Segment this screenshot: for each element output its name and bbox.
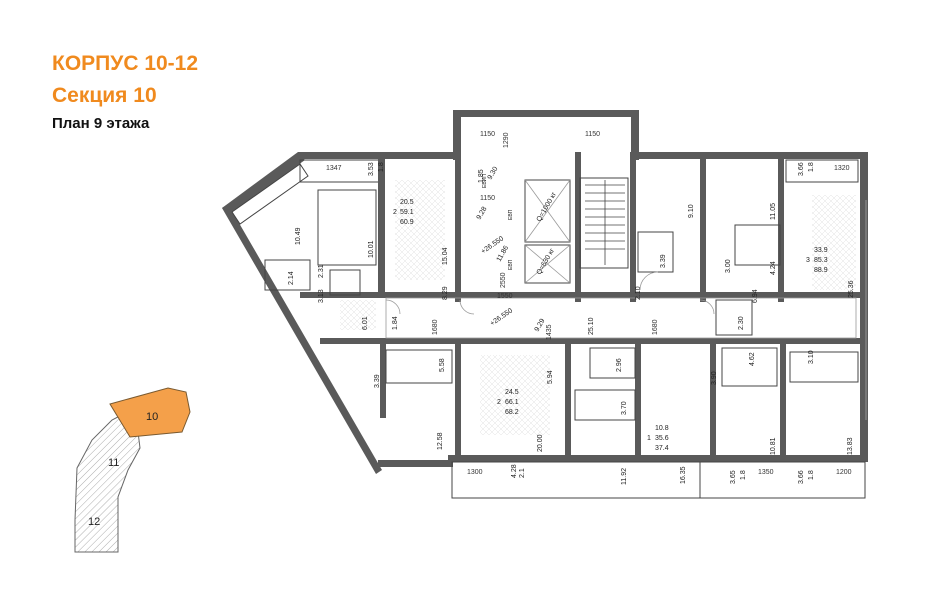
apt3-total-balcony: 68.2 — [505, 409, 519, 416]
room-area: 10.81 — [770, 437, 777, 455]
apt1-total: 59.1 — [400, 209, 414, 216]
apt2-rooms: 3 — [806, 257, 810, 264]
apt4-total-balcony: 37.4 — [655, 445, 669, 452]
room-area: 2.1 — [519, 468, 526, 478]
room-area: 2.10 — [635, 286, 642, 300]
elevator-label: Q=630 кг — [536, 247, 557, 276]
apt1-living: 20.5 — [400, 199, 414, 206]
room-area: 10.49 — [295, 227, 302, 245]
key-plan-label-11: 11 — [108, 457, 119, 469]
room-area: 1.84 — [392, 316, 399, 330]
apt4-living: 10.8 — [655, 425, 669, 432]
apartment-3: 24.5 2 66.1 68.2 — [497, 389, 519, 416]
level-mark: +26.550 — [489, 307, 514, 327]
floor-plan-title: План 9 этажа — [52, 115, 150, 132]
dimension-labels: 1347 1150 1290 1150 1320 1150 1550 1435 … — [326, 131, 852, 476]
room-area: 3.66 — [798, 470, 805, 484]
room-area: 2.96 — [616, 358, 623, 372]
room-area: 11.05 — [770, 203, 777, 220]
apartment-2: 33.9 3 85.3 88.9 — [806, 247, 828, 274]
room-area: 1.85 — [478, 169, 485, 183]
key-plan-label-12: 12 — [88, 516, 100, 528]
room-area: 13.83 — [847, 437, 854, 455]
room-area: 4.28 — [511, 464, 518, 478]
room-area: 25.10 — [588, 317, 595, 335]
room-area: 3.39 — [374, 374, 381, 388]
apt4-total: 35.6 — [655, 435, 669, 442]
apt2-total-balcony: 88.9 — [814, 267, 828, 274]
dimension: 1150 — [480, 131, 495, 138]
service-label: ЕВИП — [482, 174, 488, 188]
apt3-rooms: 2 — [497, 399, 501, 406]
room-area: 8.29 — [442, 286, 449, 300]
room-area: 3.13 — [318, 289, 325, 303]
dimension: 1680 — [432, 319, 439, 335]
room-area: 2.31 — [318, 264, 325, 278]
room-area: 1.8 — [808, 162, 815, 172]
section-title: Секция 10 — [52, 84, 157, 107]
apt2-total: 85.3 — [814, 257, 828, 264]
dimension: 1320 — [834, 165, 850, 172]
apt3-living: 24.5 — [505, 389, 519, 396]
dimension: 1680 — [652, 319, 659, 335]
dimension: 1150 — [585, 131, 600, 138]
apartment-1: 20.5 2 59.1 60.9 — [393, 199, 414, 226]
apt3-total: 66.1 — [505, 399, 519, 406]
room-area: 2.14 — [288, 271, 295, 285]
room-area: 4.62 — [749, 352, 756, 366]
dimension: 1350 — [758, 469, 774, 476]
room-area: 1.8 — [740, 470, 747, 480]
room-area: 6.01 — [362, 316, 369, 330]
room-area-labels: 10.49 10.01 15.04 2.14 2.31 3.13 6.01 1.… — [288, 162, 855, 485]
apartment-4: 10.8 1 35.6 37.4 — [647, 425, 669, 452]
room-area: 3.10 — [808, 350, 815, 364]
interior-walls — [264, 152, 867, 460]
service-label: ЕВП — [508, 259, 514, 270]
apt4-rooms: 1 — [647, 435, 651, 442]
room-area: 3.39 — [660, 254, 667, 268]
room-area: 10.01 — [368, 240, 375, 258]
dimension: 2550 — [500, 272, 507, 288]
room-area: 15.04 — [442, 247, 449, 265]
room-area: 9.10 — [688, 204, 695, 218]
room-area: 6.94 — [752, 289, 759, 303]
room-area: 3.66 — [798, 162, 805, 176]
room-area: 3.53 — [368, 162, 375, 176]
dimension: 1290 — [503, 132, 510, 148]
room-area: 9.29 — [534, 318, 547, 333]
dimension: 1200 — [836, 469, 852, 476]
room-area: 5.58 — [439, 358, 446, 372]
room-area: 16.35 — [680, 466, 687, 484]
building-title: КОРПУС 10-12 — [52, 52, 199, 75]
service-label: ЕВП — [508, 209, 514, 220]
room-area: 9.30 — [487, 166, 500, 181]
apt2-living: 33.9 — [814, 247, 828, 254]
room-area: 20.00 — [537, 434, 544, 452]
key-plan: 10 11 12 — [74, 387, 191, 553]
room-area: 11.92 — [621, 468, 628, 485]
room-area: 5.94 — [547, 370, 554, 384]
room-area: 3.00 — [725, 259, 732, 273]
dimension: 1300 — [467, 469, 483, 476]
room-area: 4.24 — [770, 261, 777, 275]
room-area: 25.36 — [848, 280, 855, 298]
room-area: 3.90 — [711, 371, 718, 385]
key-plan-active-section — [109, 387, 191, 438]
room-area: 12.58 — [437, 432, 444, 450]
room-area: 1.8 — [378, 162, 385, 172]
apt1-rooms: 2 — [393, 209, 397, 216]
key-plan-label-10: 10 — [146, 411, 158, 423]
dimension: 1150 — [480, 195, 495, 202]
dimension: 1435 — [546, 324, 553, 340]
dimension: 1550 — [497, 293, 513, 300]
room-area: 3.65 — [730, 470, 737, 484]
room-area: 3.70 — [621, 401, 628, 415]
room-area: 2.30 — [738, 316, 745, 330]
dimension: 1347 — [326, 165, 342, 172]
apt1-total-balcony: 60.9 — [400, 219, 414, 226]
elevator-label: Q=1000 кг — [536, 191, 559, 223]
room-area: 1.8 — [808, 470, 815, 480]
room-area: 9.28 — [476, 206, 489, 221]
